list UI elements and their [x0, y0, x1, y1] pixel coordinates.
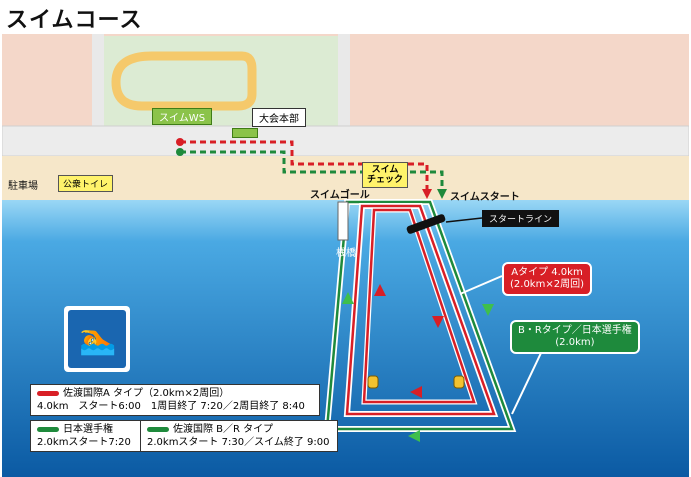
legend-jp-swatch [37, 426, 59, 432]
course-map-graphic [2, 34, 689, 477]
legend-br: 佐渡国際 B／R タイプ 2.0kmスタート 7:30／スイム終了 9:00 [140, 420, 338, 452]
legend-a: 佐渡国際A タイプ（2.0km×2周回） 4.0km スタート6:00 1周目終… [30, 384, 320, 416]
toilet-label: 公衆トイレ [58, 175, 114, 192]
legend-br-line2: 2.0kmスタート 7:30／スイム終了 9:00 [147, 437, 330, 448]
swim-ws-label: スイムWS [152, 108, 213, 125]
swim-goal-label: スイムゴール [310, 190, 370, 201]
swim-check-label: スイム チェック [362, 162, 409, 188]
page-title: スイムコース [6, 8, 143, 33]
a-type-callout: Aタイプ 4.0km (2.0km×2周回) [502, 262, 592, 296]
legend-jp: 日本選手権 2.0kmスタート7:20 [30, 420, 144, 452]
swim-start-label: スイムスタート [450, 192, 520, 203]
course-map: 🏊 スイムWS 大会本部 駐車場 公衆トイレ スイム チェック スイムゴール ス… [2, 34, 689, 477]
legend-jp-line2: 2.0kmスタート7:20 [37, 437, 131, 448]
swim-ws-marker [232, 128, 258, 138]
pier-label: 桟橋 [336, 248, 356, 259]
legend-br-swatch [147, 426, 169, 432]
start-line-label: スタートライン [482, 210, 560, 227]
legend-a-swatch [37, 390, 59, 396]
legend-a-line2: 4.0km スタート6:00 1周目終了 7:20／2周目終了 8:40 [37, 401, 305, 412]
br-type-callout: B・Rタイプ／日本選手権 (2.0km) [510, 320, 640, 354]
legend-jp-line1: 日本選手権 [63, 424, 113, 435]
legend-br-line1: 佐渡国際 B／R タイプ [173, 424, 274, 435]
hq-label: 大会本部 [252, 108, 306, 127]
legend-a-line1: 佐渡国際A タイプ（2.0km×2周回） [63, 388, 230, 399]
swim-icon: 🏊 [79, 322, 117, 357]
parking-label: 駐車場 [8, 181, 38, 192]
